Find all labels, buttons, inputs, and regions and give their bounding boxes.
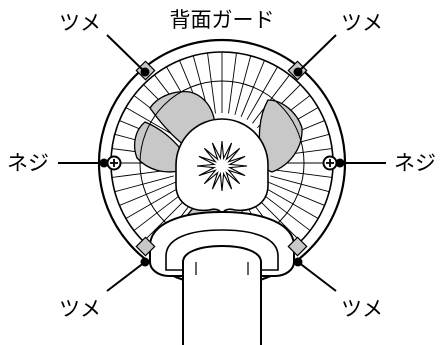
- leader-lines: [58, 34, 386, 292]
- guard-spoke: [240, 60, 265, 117]
- leader-claw-bottom-right: [297, 261, 337, 292]
- guard-spoke: [271, 169, 333, 178]
- label-claw-bottom-right: ツメ: [341, 297, 383, 321]
- starburst-shape: [196, 140, 248, 192]
- screw-left: [106, 155, 122, 171]
- label-screw-right: ネジ: [394, 151, 436, 175]
- label-claw-top-left: ツメ: [59, 11, 101, 35]
- guard-spoke: [234, 55, 252, 115]
- leader-claw-top-right: [297, 34, 337, 73]
- label-claw-bottom-left: ツメ: [59, 297, 101, 321]
- guard-spoke: [228, 52, 237, 114]
- dot-screw-left: [99, 158, 109, 168]
- leader-claw-bottom-left: [106, 261, 146, 292]
- motor-hub: [175, 118, 269, 216]
- claw-bottom-right: [287, 236, 308, 257]
- guard-spoke: [265, 187, 319, 219]
- diagram-title: 背面ガード: [170, 8, 275, 32]
- stand-pole: [182, 244, 262, 345]
- guard-spoke: [133, 193, 183, 231]
- dot-claw-top-right: [293, 67, 303, 77]
- guard-spoke: [261, 193, 311, 231]
- dot-screw-right: [335, 158, 345, 168]
- guard-spoke: [252, 74, 290, 124]
- label-screw-left: ネジ: [7, 151, 49, 175]
- label-claw-top-right: ツメ: [341, 11, 383, 35]
- dot-claw-bottom-left: [140, 257, 150, 267]
- guard-spoke: [257, 198, 301, 242]
- guard-spoke: [143, 198, 187, 242]
- hub-starburst-emblem: [196, 140, 248, 192]
- guard-spoke: [119, 181, 176, 206]
- claw-bottom-left: [135, 236, 156, 257]
- screw-right: [322, 155, 338, 171]
- guard-spoke: [270, 175, 330, 193]
- leader-claw-top-left: [106, 34, 146, 73]
- dot-claw-bottom-right: [293, 257, 303, 267]
- dot-claw-top-left: [140, 67, 150, 77]
- leader-dots: [99, 67, 345, 267]
- guard-spoke: [268, 181, 325, 206]
- guard-spoke: [246, 66, 278, 120]
- guard-spoke: [207, 52, 216, 114]
- guard-spoke: [114, 175, 174, 193]
- guard-spoke: [125, 187, 179, 219]
- fan-blade-lower-left: [134, 121, 186, 173]
